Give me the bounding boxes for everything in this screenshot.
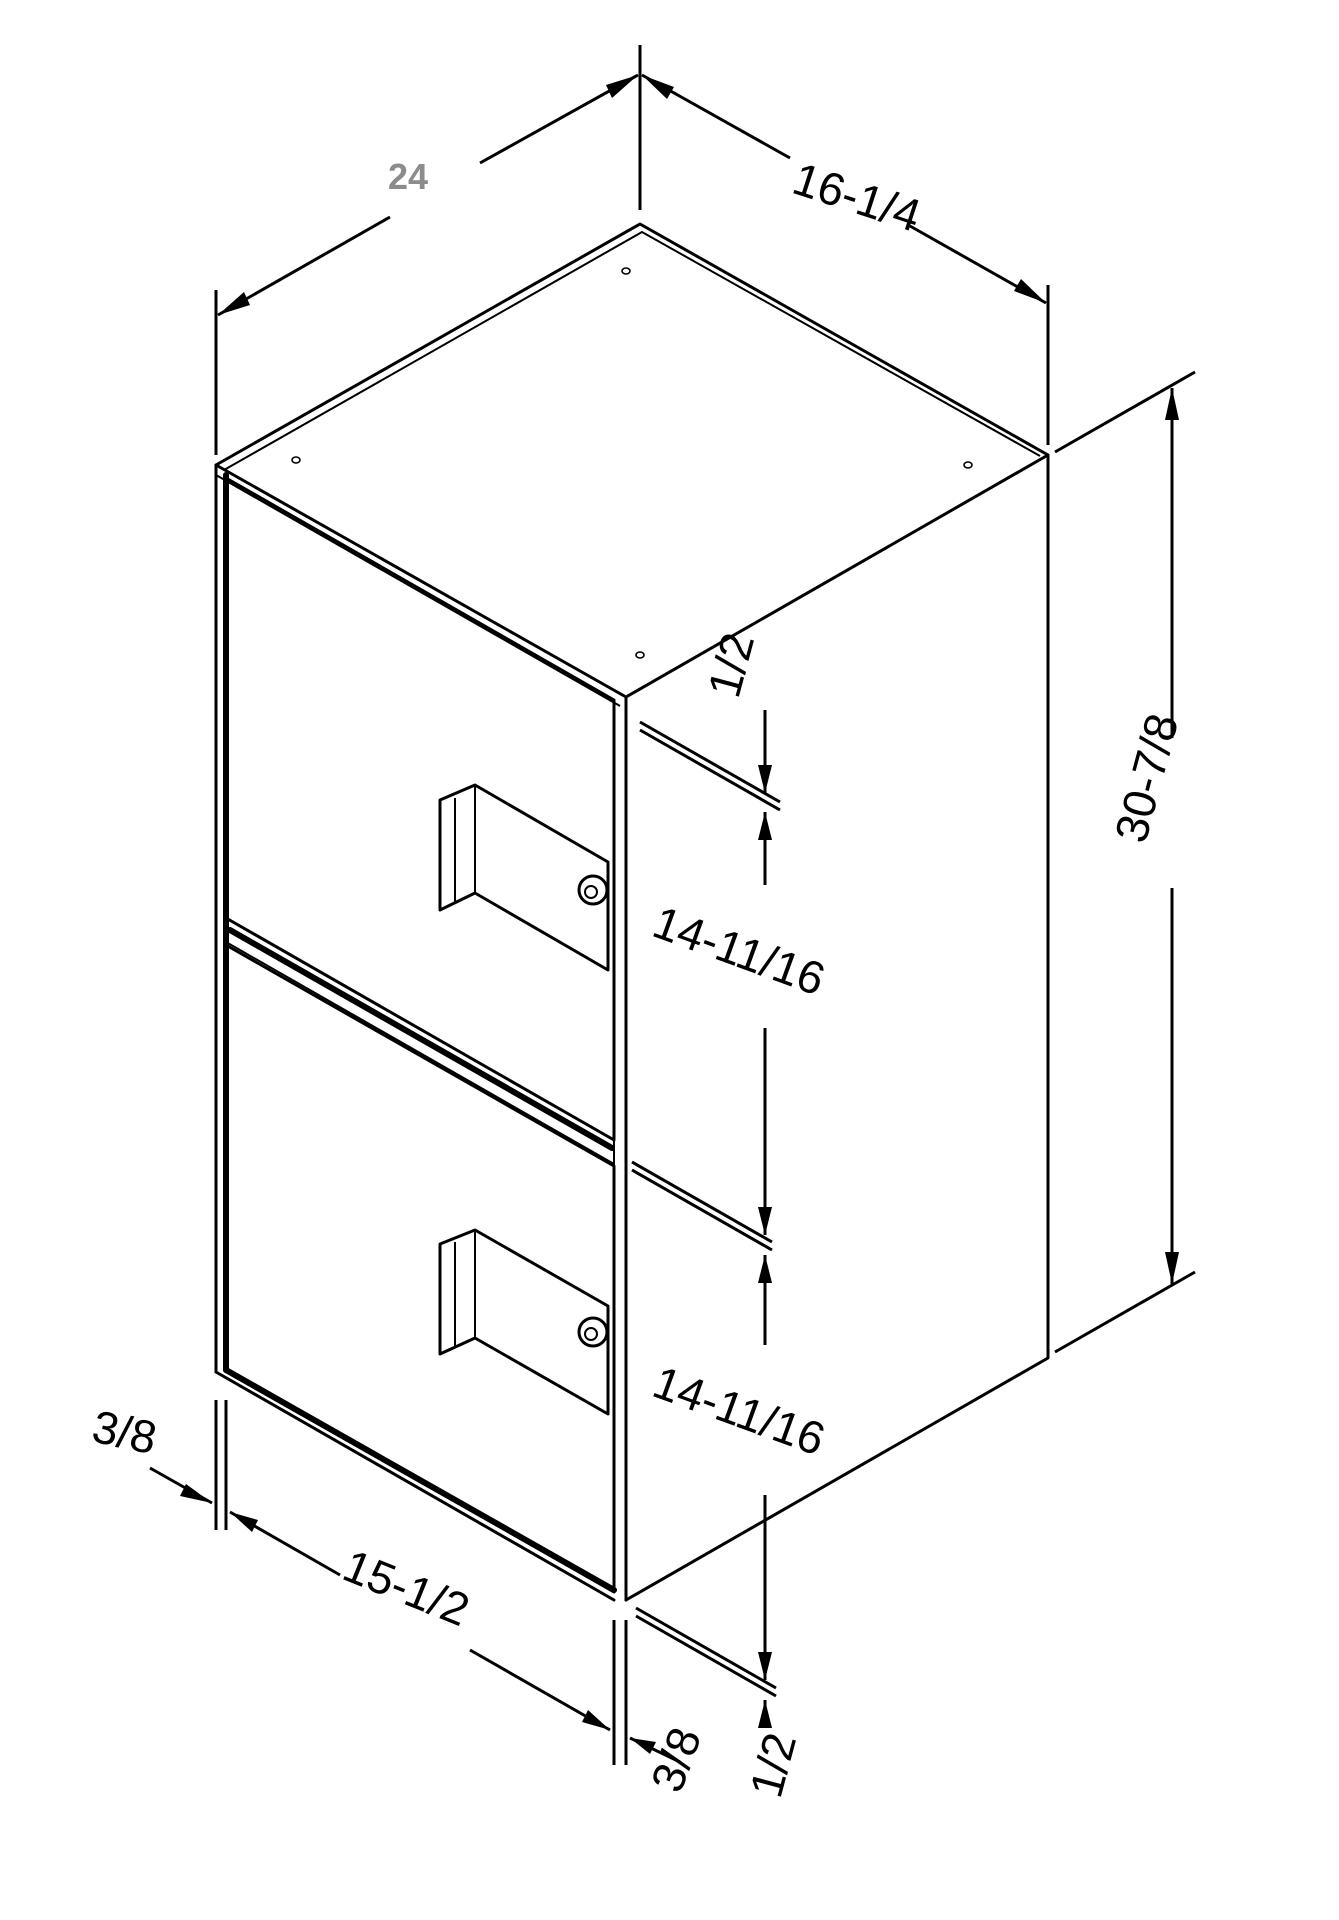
lower-lock-icon[interactable] (577, 1316, 609, 1348)
lower-lock-core (584, 1327, 598, 1341)
chain-ext-top (639, 728, 781, 812)
left-offset-label: 3/8 (88, 1400, 161, 1464)
arrow-icon (758, 1652, 772, 1680)
height-ext-top (1054, 370, 1196, 454)
upper-lock-icon[interactable] (577, 874, 609, 906)
door-width-label: 15-1/2 (336, 1539, 476, 1636)
cabinet-bottom-edge (214, 1370, 616, 1602)
arrow-icon (230, 1512, 258, 1532)
mounting-hole (621, 267, 631, 275)
height-dimension: 30-7/8 (1054, 370, 1196, 1354)
cabinet-top-lip (215, 474, 621, 707)
arrow-icon (758, 1207, 772, 1235)
arrow-icon (630, 1738, 656, 1754)
chain-ext-mid (631, 1160, 773, 1244)
chain-ext-bottom (635, 1614, 777, 1698)
door-divider-shadow (227, 927, 615, 1151)
chain-ext-bottom (635, 1606, 777, 1690)
width-dimension: 24 (214, 45, 642, 455)
height-ext-bottom (1054, 1270, 1196, 1354)
door-divider-line (225, 941, 615, 1165)
upper-lock-core (584, 885, 598, 899)
upper-door-handle[interactable] (438, 783, 610, 972)
mounting-hole (963, 461, 973, 469)
cabinet-body (214, 222, 1050, 1602)
arrow-icon (642, 75, 674, 99)
door-upper-label: 14-11/16 (647, 896, 832, 1006)
arrow-icon (1014, 279, 1046, 303)
lower-door (224, 943, 616, 1594)
chain-ext-mid (631, 1168, 773, 1252)
lower-door-panel (224, 943, 616, 1594)
mounting-hole (291, 456, 301, 464)
depth-label: 16-1/4 (787, 152, 927, 242)
top-gap-label: 1/2 (697, 627, 764, 702)
arrow-icon (218, 292, 250, 315)
height-label: 30-7/8 (1104, 708, 1188, 847)
bottom-gap-label: 1/2 (739, 1727, 806, 1802)
arrow-icon (1165, 388, 1179, 420)
right-offset-label: 3/8 (641, 1721, 712, 1799)
upper-door (224, 476, 616, 1165)
arrow-icon (180, 1484, 212, 1503)
arrow-icon (758, 765, 772, 793)
cabinet-top-front-edge (223, 230, 1041, 471)
upper-door-panel (224, 476, 616, 1142)
door-lower-label: 14-11/16 (647, 1356, 832, 1466)
arrow-icon (582, 1710, 610, 1730)
cabinet-top (214, 222, 1050, 699)
door-width-dimensions: 3/8 15-1/2 3/8 (88, 1400, 711, 1799)
arrow-icon (758, 812, 772, 840)
door-height-dimensions: 1/2 14-11/16 14-11/16 1/2 (631, 627, 832, 1803)
width-label: 24 (388, 156, 428, 197)
mounting-hole (635, 651, 645, 659)
arrow-icon (1165, 1252, 1179, 1284)
arrow-icon (758, 1255, 772, 1283)
cabinet-right-side (624, 453, 1050, 1602)
arrow-icon (758, 1700, 772, 1728)
chain-ext-top (639, 720, 781, 804)
arrow-icon (606, 75, 638, 98)
